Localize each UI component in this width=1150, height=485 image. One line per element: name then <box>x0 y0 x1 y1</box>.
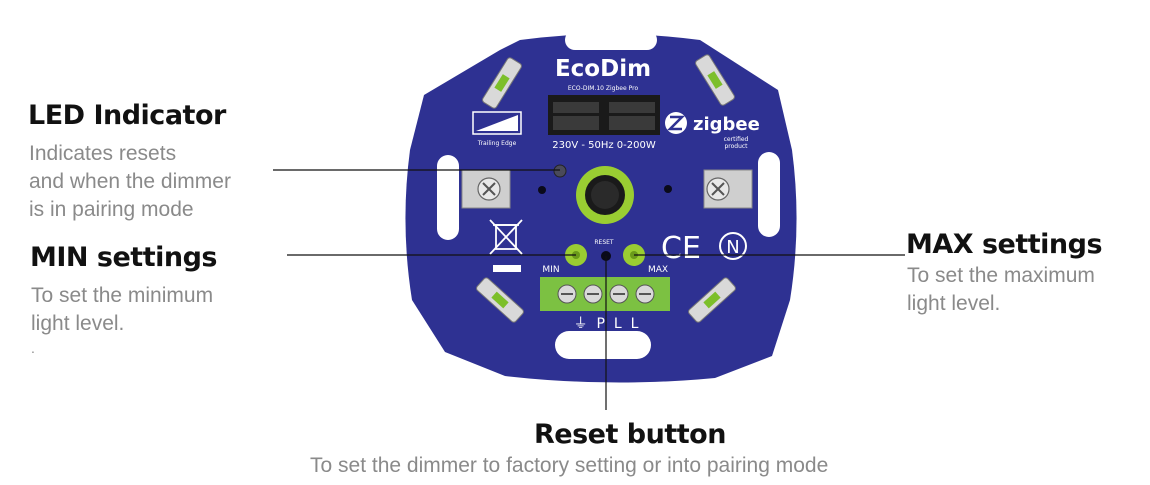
hole <box>664 185 672 193</box>
zigbee-logo: zigbee <box>693 114 760 135</box>
min-desc-line: To set the minimum <box>31 284 214 307</box>
clip-bottom-left <box>476 277 524 323</box>
max-desc-line: light level. <box>907 292 1001 315</box>
min-desc-line: light level. <box>31 312 125 335</box>
n-mark-circle <box>719 232 747 260</box>
weee-bar <box>493 265 521 272</box>
min-settings-description: To set the minimum light level. . <box>31 282 213 358</box>
brand-logo: EcoDim <box>555 56 651 82</box>
zigbee-subtext: product <box>724 143 748 150</box>
weee-bin-icon <box>489 219 523 255</box>
reset-label: RESET <box>594 239 614 246</box>
mount-slot-right <box>758 152 780 237</box>
terminal-divider <box>553 113 655 116</box>
reset-button-description: To set the dimmer to factory setting or … <box>310 454 829 477</box>
trailing-edge-label: Trailing Edge <box>477 140 517 147</box>
clip-top-left <box>482 57 522 109</box>
clip-bottom-right <box>688 277 736 323</box>
model-label: ECO-DIM.10 Zigbee Pro <box>568 85 639 92</box>
mount-slot-bottom <box>555 331 651 359</box>
led-indicator-heading: LED Indicator <box>28 100 226 131</box>
screw-terminal-left <box>461 169 511 209</box>
led-desc-line: Indicates resets <box>29 142 177 165</box>
max-settings-heading: MAX settings <box>906 229 1103 260</box>
led-desc-line: and when the dimmer <box>29 170 231 193</box>
led-indicator <box>553 164 567 178</box>
reset-button-heading: Reset button <box>534 419 726 450</box>
hole <box>538 186 546 194</box>
rotary-knob-center <box>591 181 619 209</box>
max-settings-description: To set the maximum light level. <box>907 262 1095 318</box>
mount-slot-top <box>565 30 657 50</box>
min-desc-line: . <box>31 340 35 356</box>
led-desc-line: is in pairing mode <box>29 198 194 221</box>
max-label: MAX <box>648 265 668 275</box>
zigbee-subtext: certified <box>724 136 749 143</box>
screw-terminal-right <box>703 169 753 209</box>
zigbee-icon <box>665 112 687 134</box>
led-indicator-description: Indicates resets and when the dimmer is … <box>29 140 231 224</box>
min-label: MIN <box>542 265 559 275</box>
mount-slot-left <box>437 155 459 240</box>
ce-mark: CE <box>661 231 701 266</box>
output-screws <box>557 284 655 304</box>
rating-label: 230V - 50Hz 0-200W <box>552 140 656 151</box>
trailing-edge-icon <box>472 111 522 135</box>
max-desc-line: To set the maximum <box>907 264 1095 287</box>
n-mark: N <box>726 237 739 258</box>
min-settings-heading: MIN settings <box>30 242 217 273</box>
clip-top-right <box>695 54 735 106</box>
